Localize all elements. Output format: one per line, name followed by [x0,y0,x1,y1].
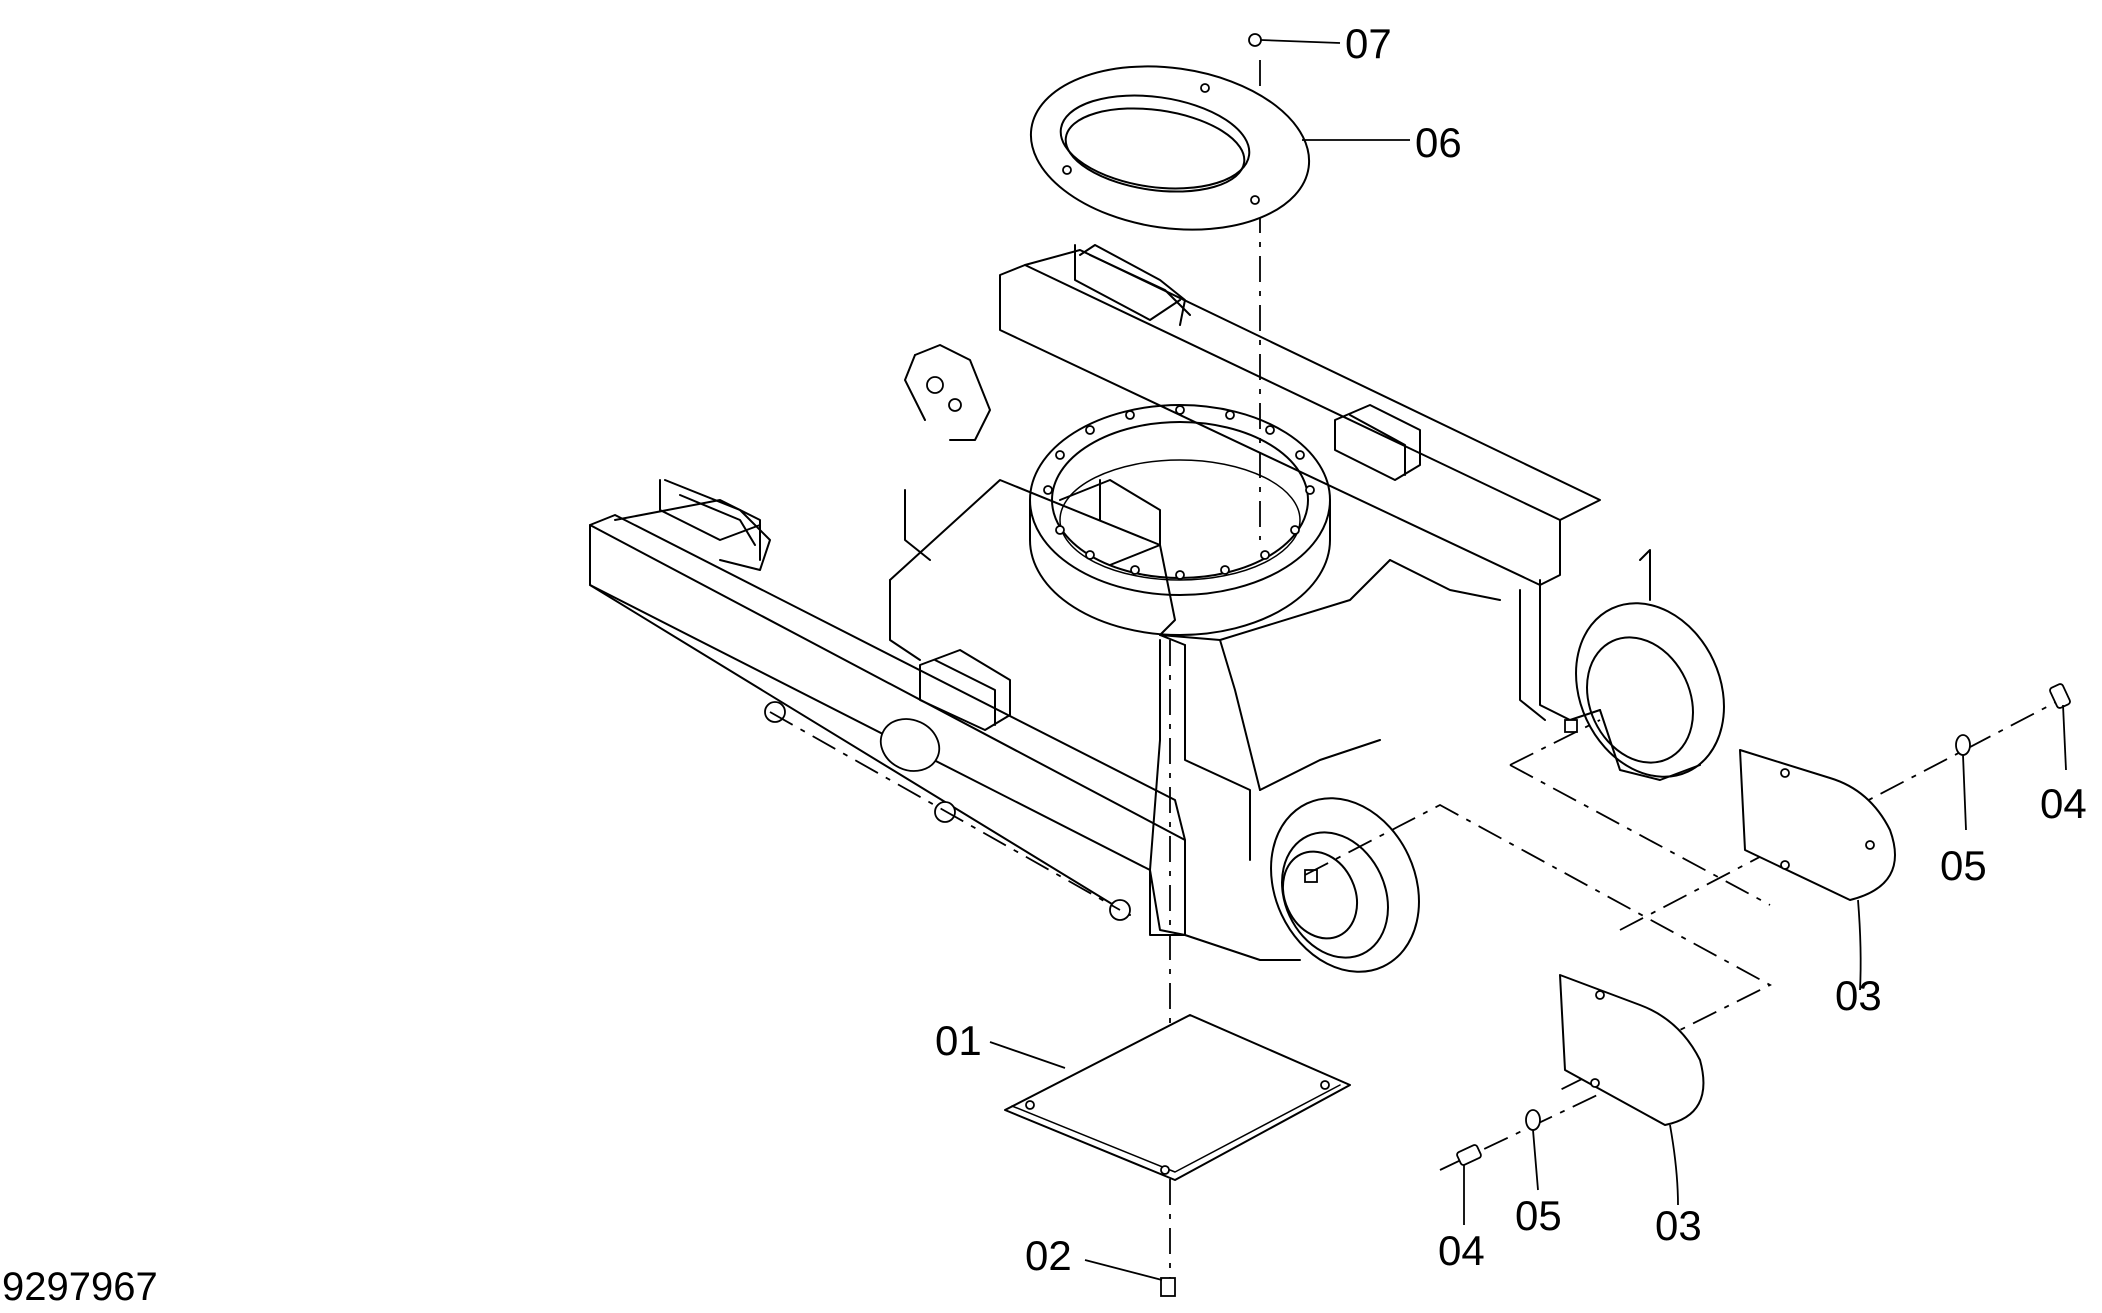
callout-05-lower: 05 [1515,1192,1562,1239]
callout-06: 06 [1415,119,1462,166]
ring-bolt-holes [1043,405,1315,580]
callout-03-upper: 03 [1835,972,1882,1019]
part-05-washer-lower [1525,1109,1541,1191]
track-frame [589,244,1725,973]
callout-02: 02 [1025,1232,1072,1279]
part-02-bolt [1084,1259,1176,1297]
part-04-bolt-upper [2049,683,2071,771]
callout-labels: 07 06 01 02 03 03 04 04 05 05 [935,20,2087,1279]
callout-05-upper: 05 [1940,842,1987,889]
callout-07: 07 [1345,20,1392,67]
part-04-bolt-lower [1456,1144,1482,1225]
drawing-number: 9297967 [2,1265,158,1309]
part-06-flange-ring [1029,65,1311,231]
part-03-cover-lower [1559,974,1705,1206]
part-05-washer-upper [1955,734,1971,831]
callout-04-lower: 04 [1438,1227,1485,1274]
callout-04-upper: 04 [2040,780,2087,827]
part-07-bolt [1248,33,1341,47]
part-03-cover-upper [1739,749,1896,991]
part-01-cover-plate [989,1014,1351,1181]
callout-01: 01 [935,1017,982,1064]
callout-03-lower: 03 [1655,1202,1702,1249]
